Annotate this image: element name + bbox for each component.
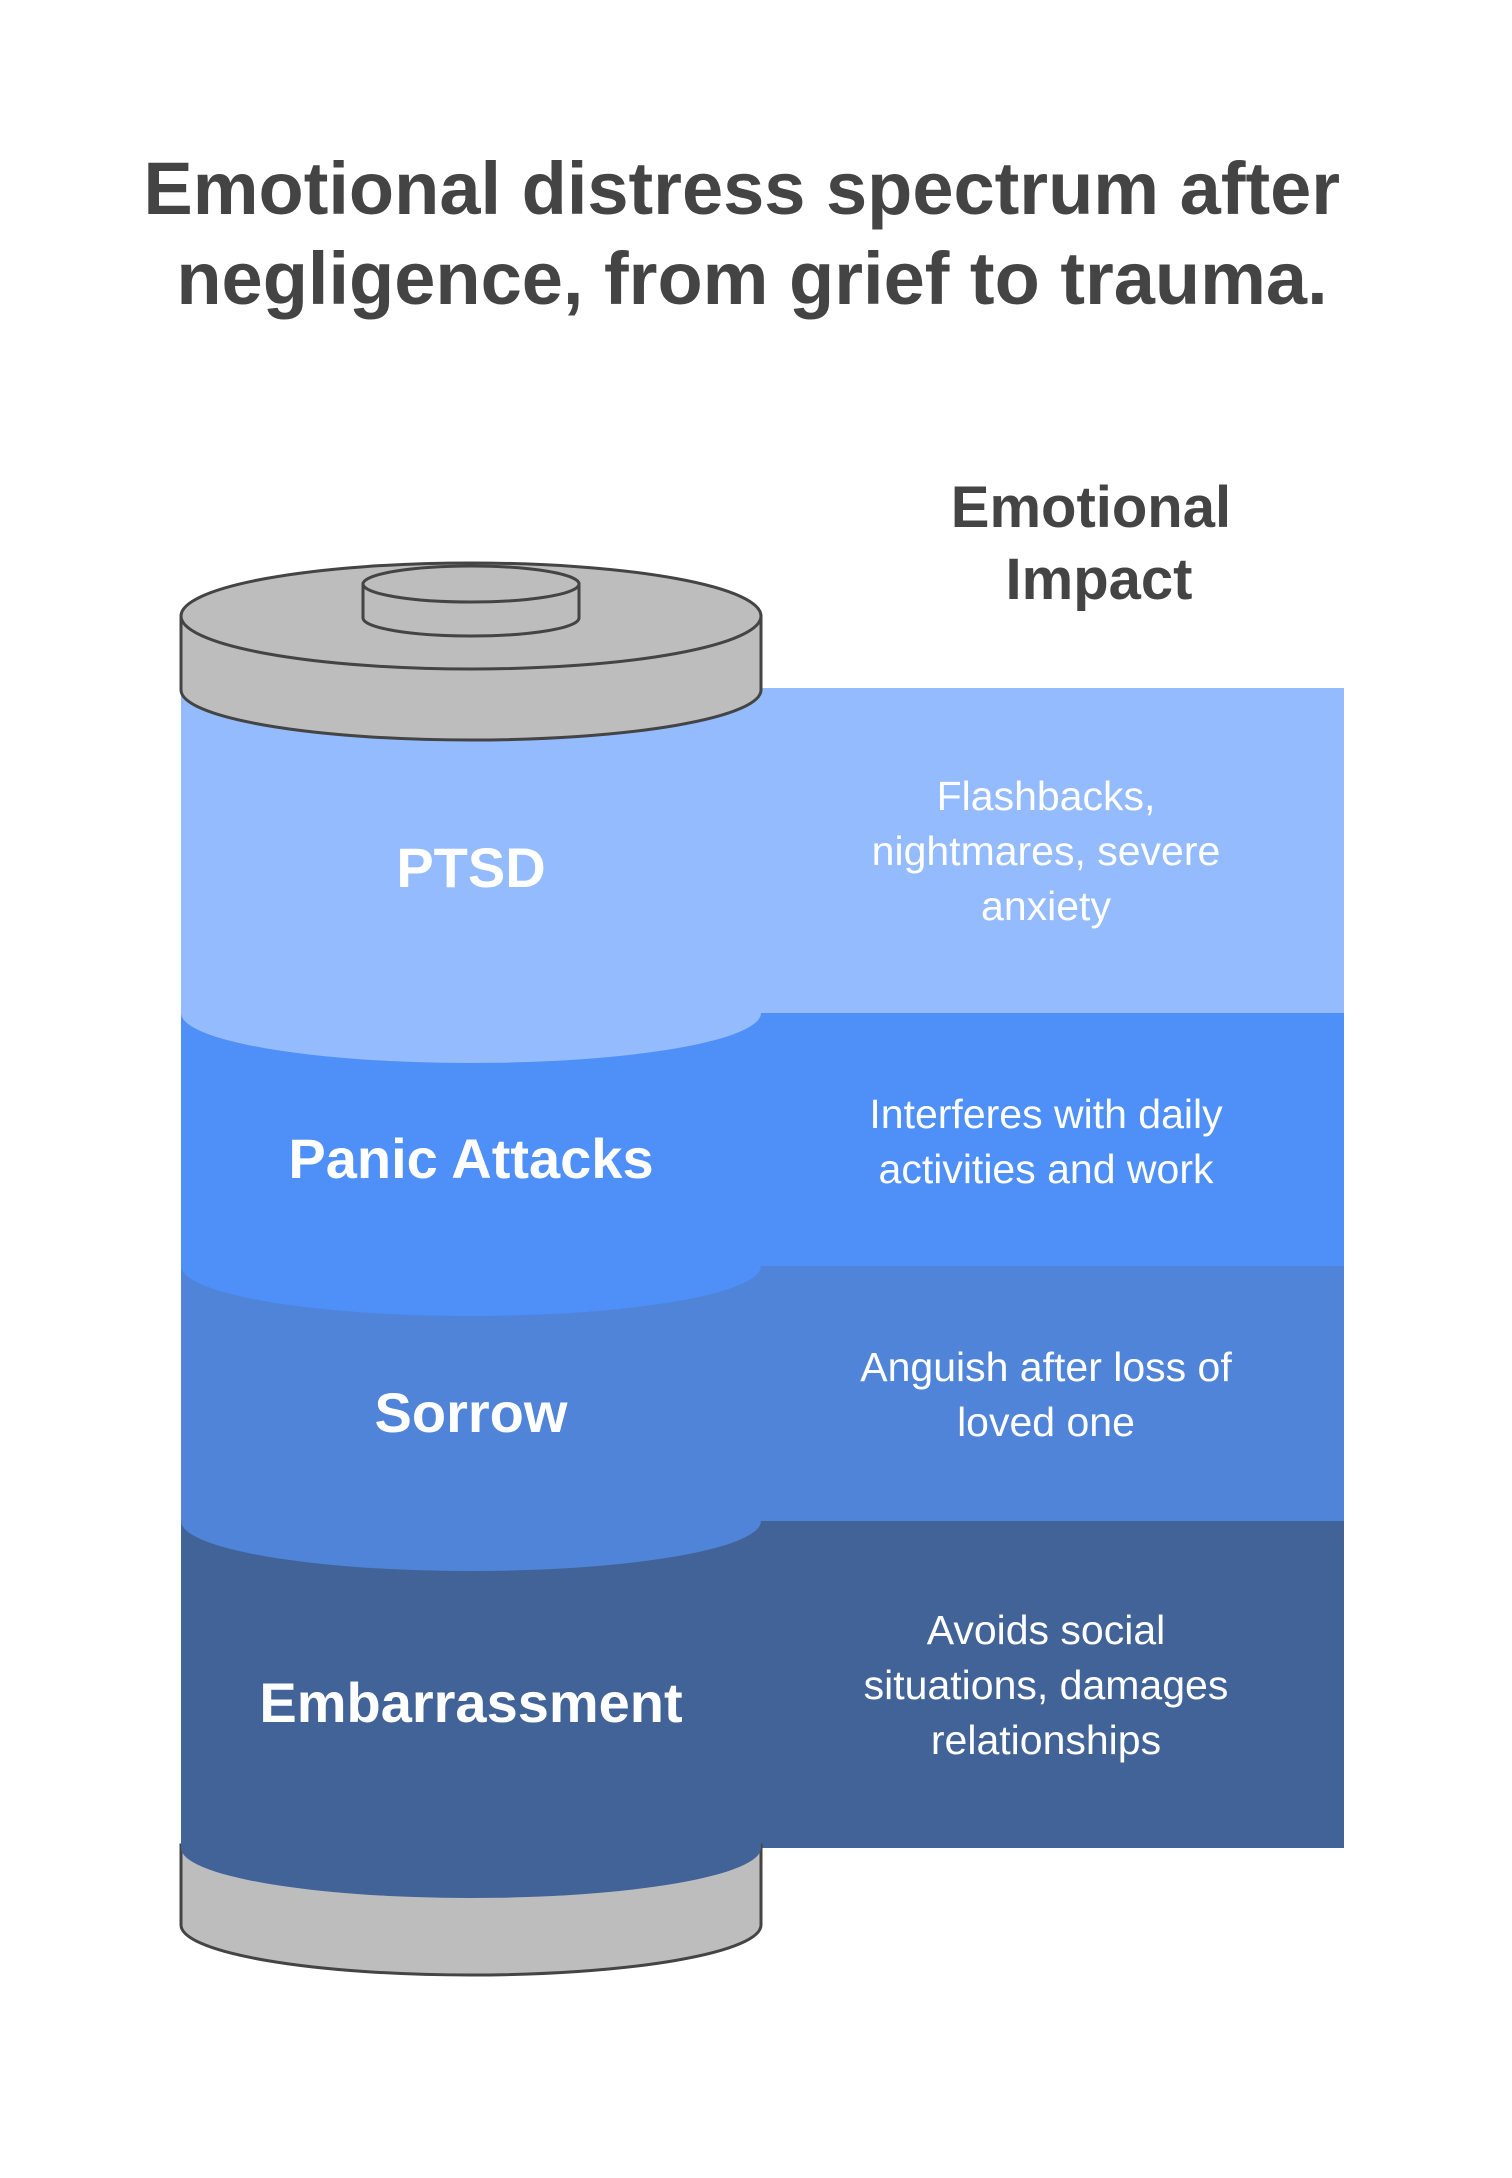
battery-layer-4 [181, 1521, 761, 1898]
terminal-face [361, 564, 581, 604]
battery-layer-3 [181, 1266, 761, 1571]
impact-text-1: Flashbacks, nightmares, severe anxiety [872, 773, 1221, 929]
impact-line: Flashbacks, [937, 773, 1156, 819]
impact-line: relationships [931, 1717, 1161, 1763]
impact-line: Avoids social [927, 1607, 1166, 1653]
battery-layer-2 [181, 1013, 761, 1316]
layer-label-2: Panic Attacks [288, 1127, 653, 1190]
layer-label-1: PTSD [396, 836, 545, 899]
impact-header-line-2: Impact [1006, 547, 1193, 612]
impact-texts: Flashbacks, nightmares, severe anxietyInte… [860, 773, 1232, 1763]
diagram-title: Emotional distress spectrum after neglig… [143, 147, 1360, 320]
impact-text-2: Interferes with daily activities and work [869, 1091, 1223, 1192]
impact-panel-2 [759, 1013, 1344, 1266]
impact-panel-3 [759, 1266, 1344, 1521]
impact-line: Anguish after loss of [860, 1344, 1232, 1390]
impact-line: nightmares, severe [872, 828, 1221, 874]
impact-line: activities and work [879, 1146, 1214, 1192]
battery-layers [181, 688, 761, 1898]
impact-panel-1 [759, 688, 1344, 1013]
impact-line: situations, damages [864, 1662, 1229, 1708]
impact-panel-4 [759, 1521, 1344, 1848]
impact-line: Interferes with daily [869, 1091, 1223, 1137]
impact-line: loved one [957, 1399, 1135, 1445]
battery-top-cap [179, 561, 763, 742]
layer-label-4: Embarrassment [259, 1671, 682, 1734]
impact-text-4: Avoids social situations, damages relation… [864, 1607, 1229, 1763]
impact-header-line-1: Emotional [951, 475, 1231, 540]
impact-text-3: Anguish after loss of loved one [860, 1344, 1232, 1445]
impact-header: Emotional Impact [951, 475, 1247, 612]
layer-label-3: Sorrow [375, 1381, 568, 1444]
battery-layer-1 [181, 688, 761, 1063]
title-line-1: Emotional distress spectrum after [143, 147, 1340, 230]
impact-panels [759, 688, 1344, 1848]
title-line-2: negligence, from grief to trauma. [176, 237, 1327, 320]
impact-line: anxiety [981, 883, 1111, 929]
